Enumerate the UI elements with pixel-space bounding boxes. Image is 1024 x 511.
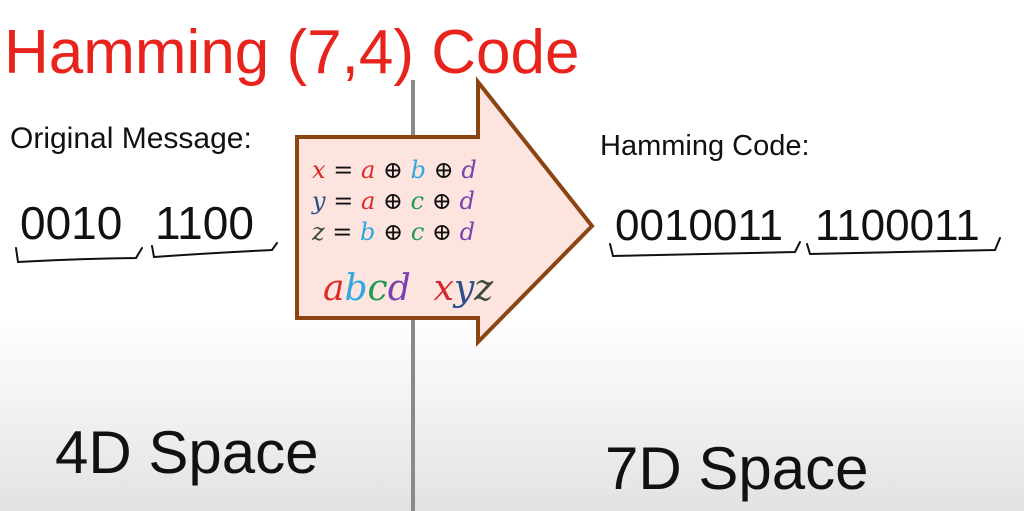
xor-icon: ⊕ (382, 156, 403, 184)
message-block-2: 1100 (155, 197, 254, 249)
brace-block-1 (15, 247, 143, 264)
formula-y: y = a ⊕ c ⊕ d (312, 187, 475, 215)
space-4d-label: 4D Space (55, 419, 319, 486)
xor-icon: ⊕ (431, 187, 452, 215)
original-message-label: Original Message: (10, 122, 252, 155)
code-block-2: 1100011 (815, 201, 980, 250)
space-7d-label: 7D Space (605, 435, 869, 502)
brace-hcode-2 (806, 237, 1001, 256)
parity-formulas: x = a ⊕ b ⊕ d y = a ⊕ c ⊕ d z = b ⊕ c ⊕ … (312, 155, 477, 248)
brace-hcode-1 (609, 241, 801, 258)
xor-icon: ⊕ (433, 156, 454, 184)
code-block-1: 0010011 (615, 201, 784, 250)
xor-icon: ⊕ (382, 187, 404, 215)
brace-block-2 (151, 242, 278, 259)
bit-letters: abcd xyz (323, 268, 494, 309)
slide-title: Hamming (7,4) Code (4, 18, 580, 87)
hamming-code-label: Hamming Code: (600, 130, 810, 162)
xor-icon: ⊕ (431, 218, 453, 246)
xor-icon: ⊕ (383, 218, 404, 246)
message-block-1: 0010 (20, 197, 123, 249)
formula-z: z = b ⊕ c ⊕ d (312, 218, 476, 246)
formula-x: x = a ⊕ b ⊕ d (312, 156, 477, 184)
